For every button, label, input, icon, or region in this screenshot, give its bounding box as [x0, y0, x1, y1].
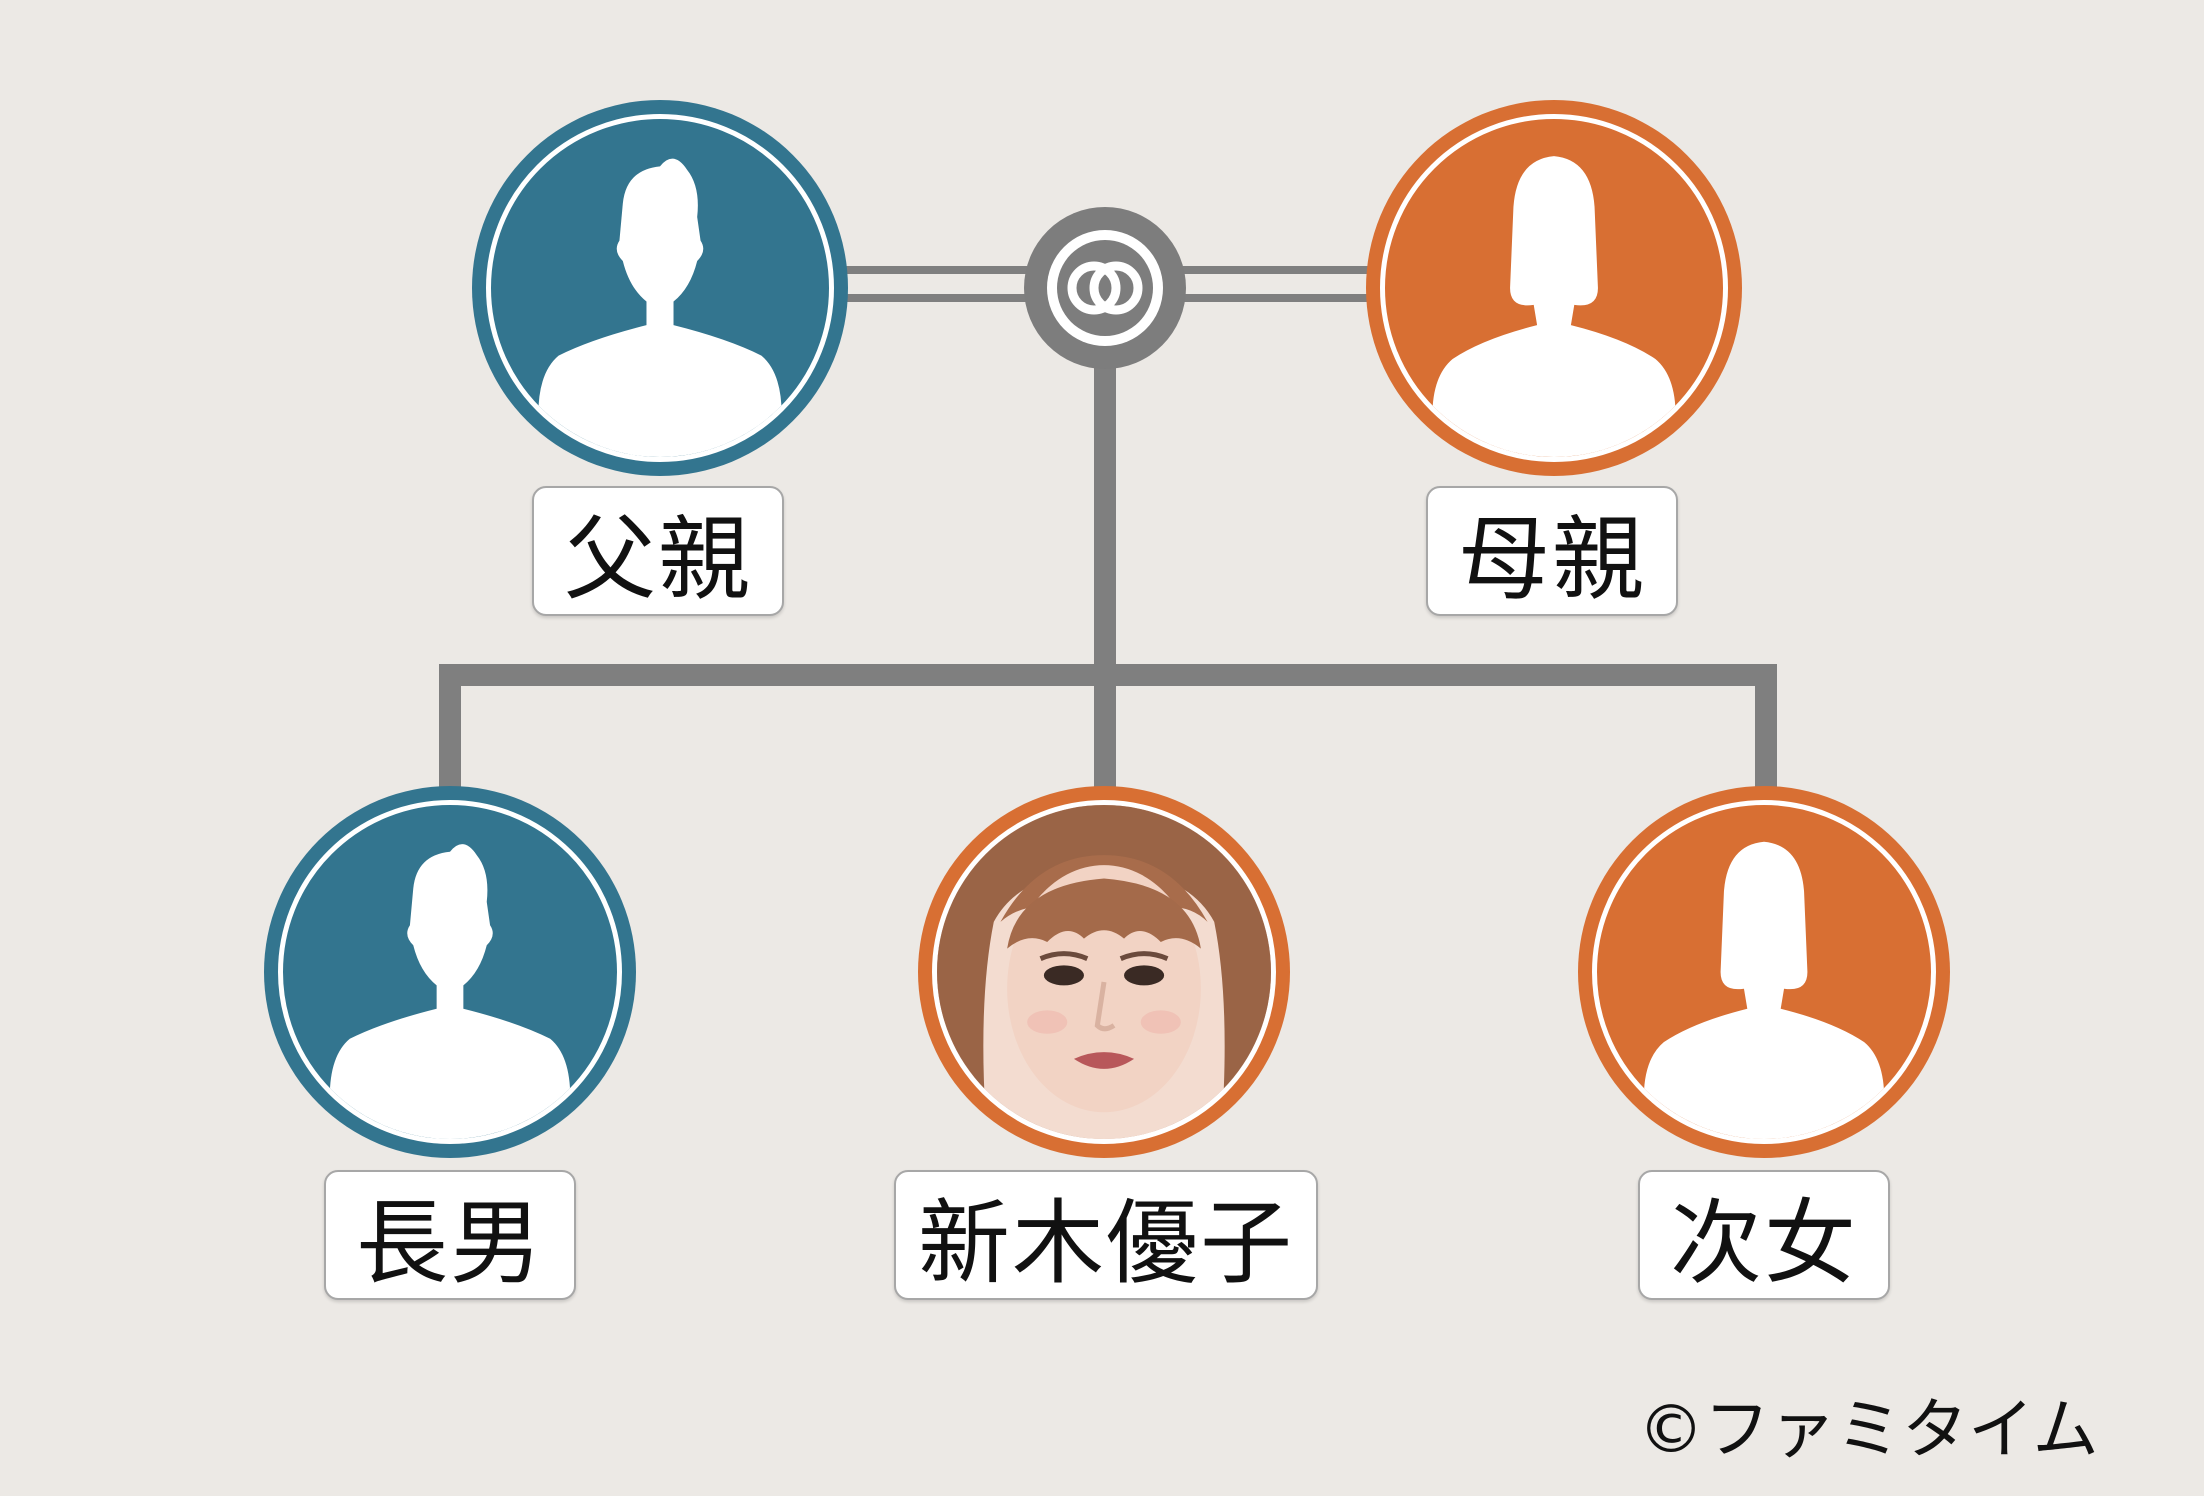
female-silhouette-icon — [1643, 841, 1885, 1139]
father-label: 父親 — [532, 486, 784, 616]
female-silhouette-icon — [1432, 156, 1676, 457]
marriage-rings-icon — [1047, 230, 1163, 346]
subject-label: 新木優子 — [894, 1170, 1318, 1300]
eldest-son-label: 長男 — [324, 1170, 576, 1300]
father-avatar — [472, 100, 848, 476]
children-bar — [439, 664, 1777, 795]
mother-avatar — [1366, 100, 1742, 476]
male-silhouette-icon — [538, 158, 782, 457]
eldest-son-avatar — [264, 786, 636, 1158]
marriage-hub — [1024, 207, 1186, 369]
copyright-text: ©ファミタイム — [1638, 1391, 2099, 1468]
mother-label: 母親 — [1426, 486, 1678, 616]
second-daughter-label: 次女 — [1638, 1170, 1890, 1300]
portrait-photo — [937, 805, 1271, 1139]
second-daughter-avatar — [1578, 786, 1950, 1158]
subject-avatar — [918, 786, 1290, 1158]
male-silhouette-icon — [329, 844, 571, 1139]
